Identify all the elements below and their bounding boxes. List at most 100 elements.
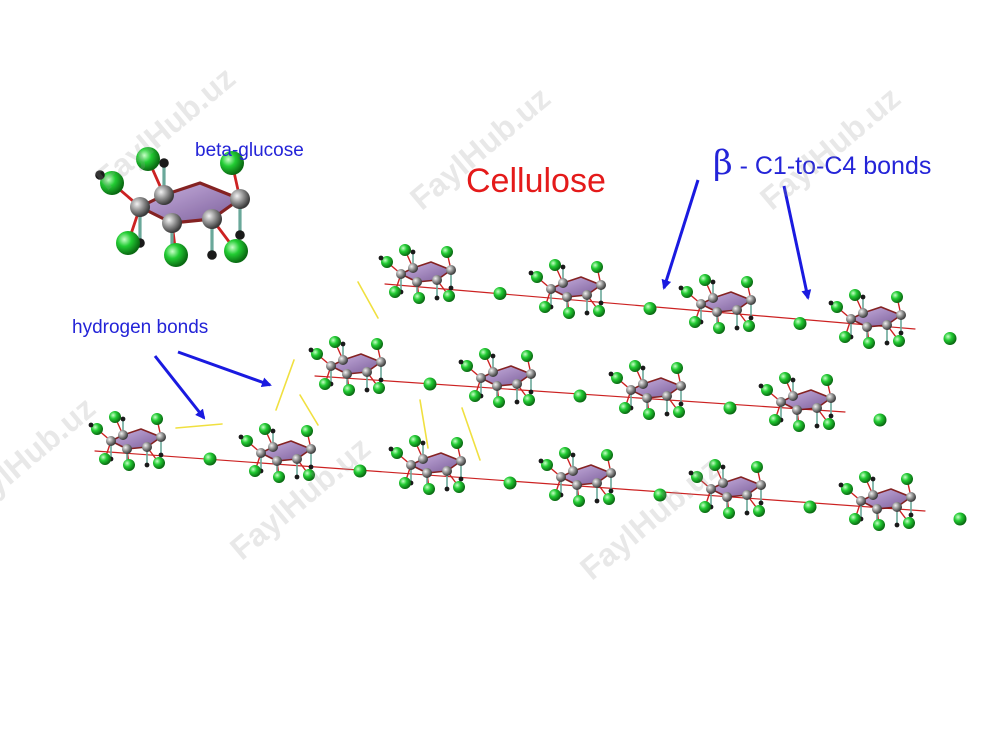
- glucose-unit: [838, 471, 916, 531]
- oxygen-atom: [671, 362, 683, 374]
- oxygen-atom: [563, 307, 575, 319]
- carbon-atom: [662, 391, 672, 401]
- carbon-atom: [582, 290, 592, 300]
- carbon-atom: [606, 468, 616, 478]
- oxygen-atom: [849, 513, 861, 525]
- carbon-atom: [882, 320, 892, 330]
- carbon-atom: [732, 305, 742, 315]
- oxygen-atom: [573, 389, 587, 403]
- pyranose-ring: [860, 488, 912, 510]
- oxygen-atom: [601, 449, 613, 461]
- carbon-atom: [526, 369, 536, 379]
- carbon-atom: [592, 478, 602, 488]
- carbon-atom: [376, 357, 386, 367]
- oxygen-atom: [903, 517, 915, 529]
- hydrogen-atom: [894, 522, 900, 528]
- oxygen-atom: [629, 360, 641, 372]
- oxygen-atom: [643, 408, 655, 420]
- hydrogen-atom: [608, 371, 614, 377]
- oxygen-atom: [779, 372, 791, 384]
- oxygen-atom: [301, 425, 313, 437]
- annotation-arrow: [153, 355, 206, 420]
- carbon-atom: [858, 308, 868, 318]
- hydrogen-atom: [598, 300, 604, 306]
- carbon-atom: [562, 292, 572, 302]
- oxygen-atom: [521, 350, 533, 362]
- oxygen-atom: [493, 287, 507, 300]
- oxygen-atom: [821, 374, 833, 386]
- hydrogen-atom: [158, 452, 164, 458]
- oxygen-atom: [116, 231, 140, 255]
- beta-glucose-label: beta-glucose: [195, 140, 304, 161]
- hydrogen-atom: [120, 416, 126, 422]
- oxygen-atom: [839, 331, 851, 343]
- hydrogen-atom: [410, 249, 416, 255]
- oxygen-atom: [653, 488, 667, 502]
- carbon-atom: [722, 492, 732, 502]
- oxygen-atom: [311, 348, 323, 360]
- oxygen-atom: [541, 459, 553, 471]
- hydrogen-atom: [458, 476, 464, 482]
- carbon-atom: [642, 393, 652, 403]
- glucose-unit: [828, 289, 906, 349]
- hydrogen-atom: [828, 300, 834, 306]
- oxygen-atom: [823, 418, 835, 430]
- annotation-arrows: [153, 179, 812, 420]
- carbon-atom: [718, 478, 728, 488]
- hydrogen-atom: [678, 401, 684, 407]
- carbon-atom: [492, 381, 502, 391]
- hydrogen-atom: [490, 353, 496, 359]
- carbon-atom: [626, 385, 636, 395]
- hydrogen-atom: [308, 347, 314, 353]
- hydrogen-atom: [528, 270, 534, 276]
- carbon-atom: [546, 284, 556, 294]
- carbon-atom: [342, 369, 352, 379]
- oxygen-atom: [164, 243, 188, 267]
- carbon-atom: [558, 278, 568, 288]
- hydrogen-atom: [538, 458, 544, 464]
- carbon-atom: [162, 213, 182, 233]
- oxygen-atom: [343, 384, 355, 396]
- glycosidic-bonds-label: β - C1-to-C4 bonds: [713, 143, 931, 183]
- carbon-atom: [846, 314, 856, 324]
- carbon-atom: [712, 307, 722, 317]
- carbon-atom: [488, 367, 498, 377]
- pyranose-ring: [560, 464, 612, 486]
- hydrogen-bond-lines: [175, 281, 481, 461]
- carbon-atom: [792, 405, 802, 415]
- pyranose-ring: [780, 389, 832, 411]
- glucose-unit: [758, 372, 836, 432]
- hydrogen-bond: [299, 394, 319, 426]
- oxygen-atom: [741, 276, 753, 288]
- oxygen-atom: [751, 461, 763, 473]
- hydrogen-atom: [340, 341, 346, 347]
- hydrogen-atom: [88, 422, 94, 428]
- oxygen-atom: [531, 271, 543, 283]
- hydrogen-atom: [720, 464, 726, 470]
- hydrogen-atom: [678, 285, 684, 291]
- hydrogen-atom: [688, 470, 694, 476]
- hydrogen-atom: [734, 325, 740, 331]
- hydrogen-atom: [790, 377, 796, 383]
- carbon-atom: [826, 393, 836, 403]
- oxygen-atom: [469, 390, 481, 402]
- carbon-atom: [326, 361, 336, 371]
- hydrogen-atom: [860, 294, 866, 300]
- pyranose-ring: [260, 440, 312, 462]
- oxygen-atom: [549, 489, 561, 501]
- oxygen-atom: [136, 147, 160, 171]
- oxygen-atom: [99, 453, 111, 465]
- carbon-atom: [396, 269, 406, 279]
- pyranose-ring: [400, 261, 452, 283]
- hydrogen-atom: [144, 462, 150, 468]
- oxygen-atom: [399, 244, 411, 256]
- hydrogen-atom: [758, 500, 764, 506]
- oxygen-atom: [619, 402, 631, 414]
- carbon-atom: [156, 432, 166, 442]
- oxygen-atom: [743, 320, 755, 332]
- hydrogen-atom: [514, 399, 520, 405]
- hydrogen-atom: [238, 434, 244, 440]
- cellulose-chain: [88, 411, 967, 531]
- carbon-atom: [446, 265, 456, 275]
- pyranose-ring: [138, 181, 242, 225]
